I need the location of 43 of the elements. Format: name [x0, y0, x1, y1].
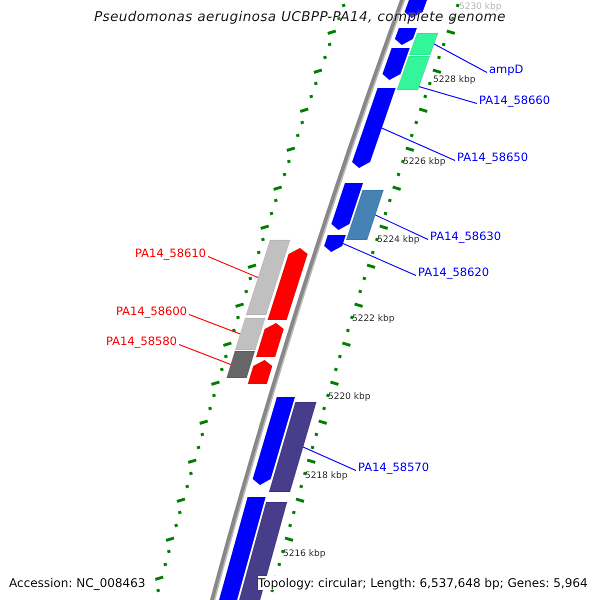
leader-line: [418, 86, 478, 104]
leader-line: [434, 44, 488, 73]
gene-label: PA14_58630: [430, 229, 502, 243]
gene-feature: [256, 322, 284, 358]
gene-feature: [252, 396, 296, 486]
gene-feature: [396, 56, 430, 90]
leader-line: [381, 128, 456, 161]
accession-text: Accession: NC_008463: [9, 576, 146, 590]
genome-info-text: Topology: circular; Length: 6,537,648 bp; Genes: 5,964: [258, 576, 588, 590]
gene-label: ampD: [489, 62, 524, 76]
tick-label: 5230 kbp: [459, 2, 502, 12]
leader-line: [188, 314, 241, 334]
gene-feature: [248, 360, 273, 384]
tick-label: 5220 kbp: [328, 392, 370, 402]
gene-feature: [234, 318, 266, 350]
gene-label: PA14_58620: [418, 265, 490, 279]
gene-label: PA14_58570: [358, 460, 430, 474]
gene-label: PA14_58660: [479, 93, 550, 107]
title: Pseudomonas aeruginosa UCBPP-PA14, complete genome: [93, 9, 507, 25]
gene-feature: [226, 350, 256, 378]
gene-feature: [352, 88, 396, 168]
gene-feature: [408, 32, 438, 56]
tick-label: 5226 kbp: [403, 157, 446, 167]
tick-label: 5218 kbp: [305, 471, 348, 481]
gene-feature: [246, 240, 290, 316]
gene-label: PA14_58600: [116, 304, 187, 318]
tick-label: 5222 kbp: [352, 314, 394, 324]
gene-label: PA14_58650: [457, 150, 528, 164]
leader-line: [302, 446, 356, 471]
leader-line: [208, 256, 259, 278]
gene-feature: [324, 234, 346, 252]
leader-line: [342, 243, 416, 276]
tick-label: 5228 kbp: [433, 75, 476, 85]
tick-label: 5224 kbp: [377, 235, 420, 245]
leader-line: [178, 344, 232, 365]
leader-line: [374, 214, 428, 240]
gene-label: PA14_58610: [134, 246, 206, 260]
gene-feature: [331, 182, 364, 230]
gene-feature: [394, 28, 418, 46]
gene-feature: [267, 248, 308, 320]
gene-label: PA14_58580: [106, 334, 177, 348]
gene-feature: [382, 48, 410, 80]
tick-label: 5216 kbp: [283, 549, 326, 559]
